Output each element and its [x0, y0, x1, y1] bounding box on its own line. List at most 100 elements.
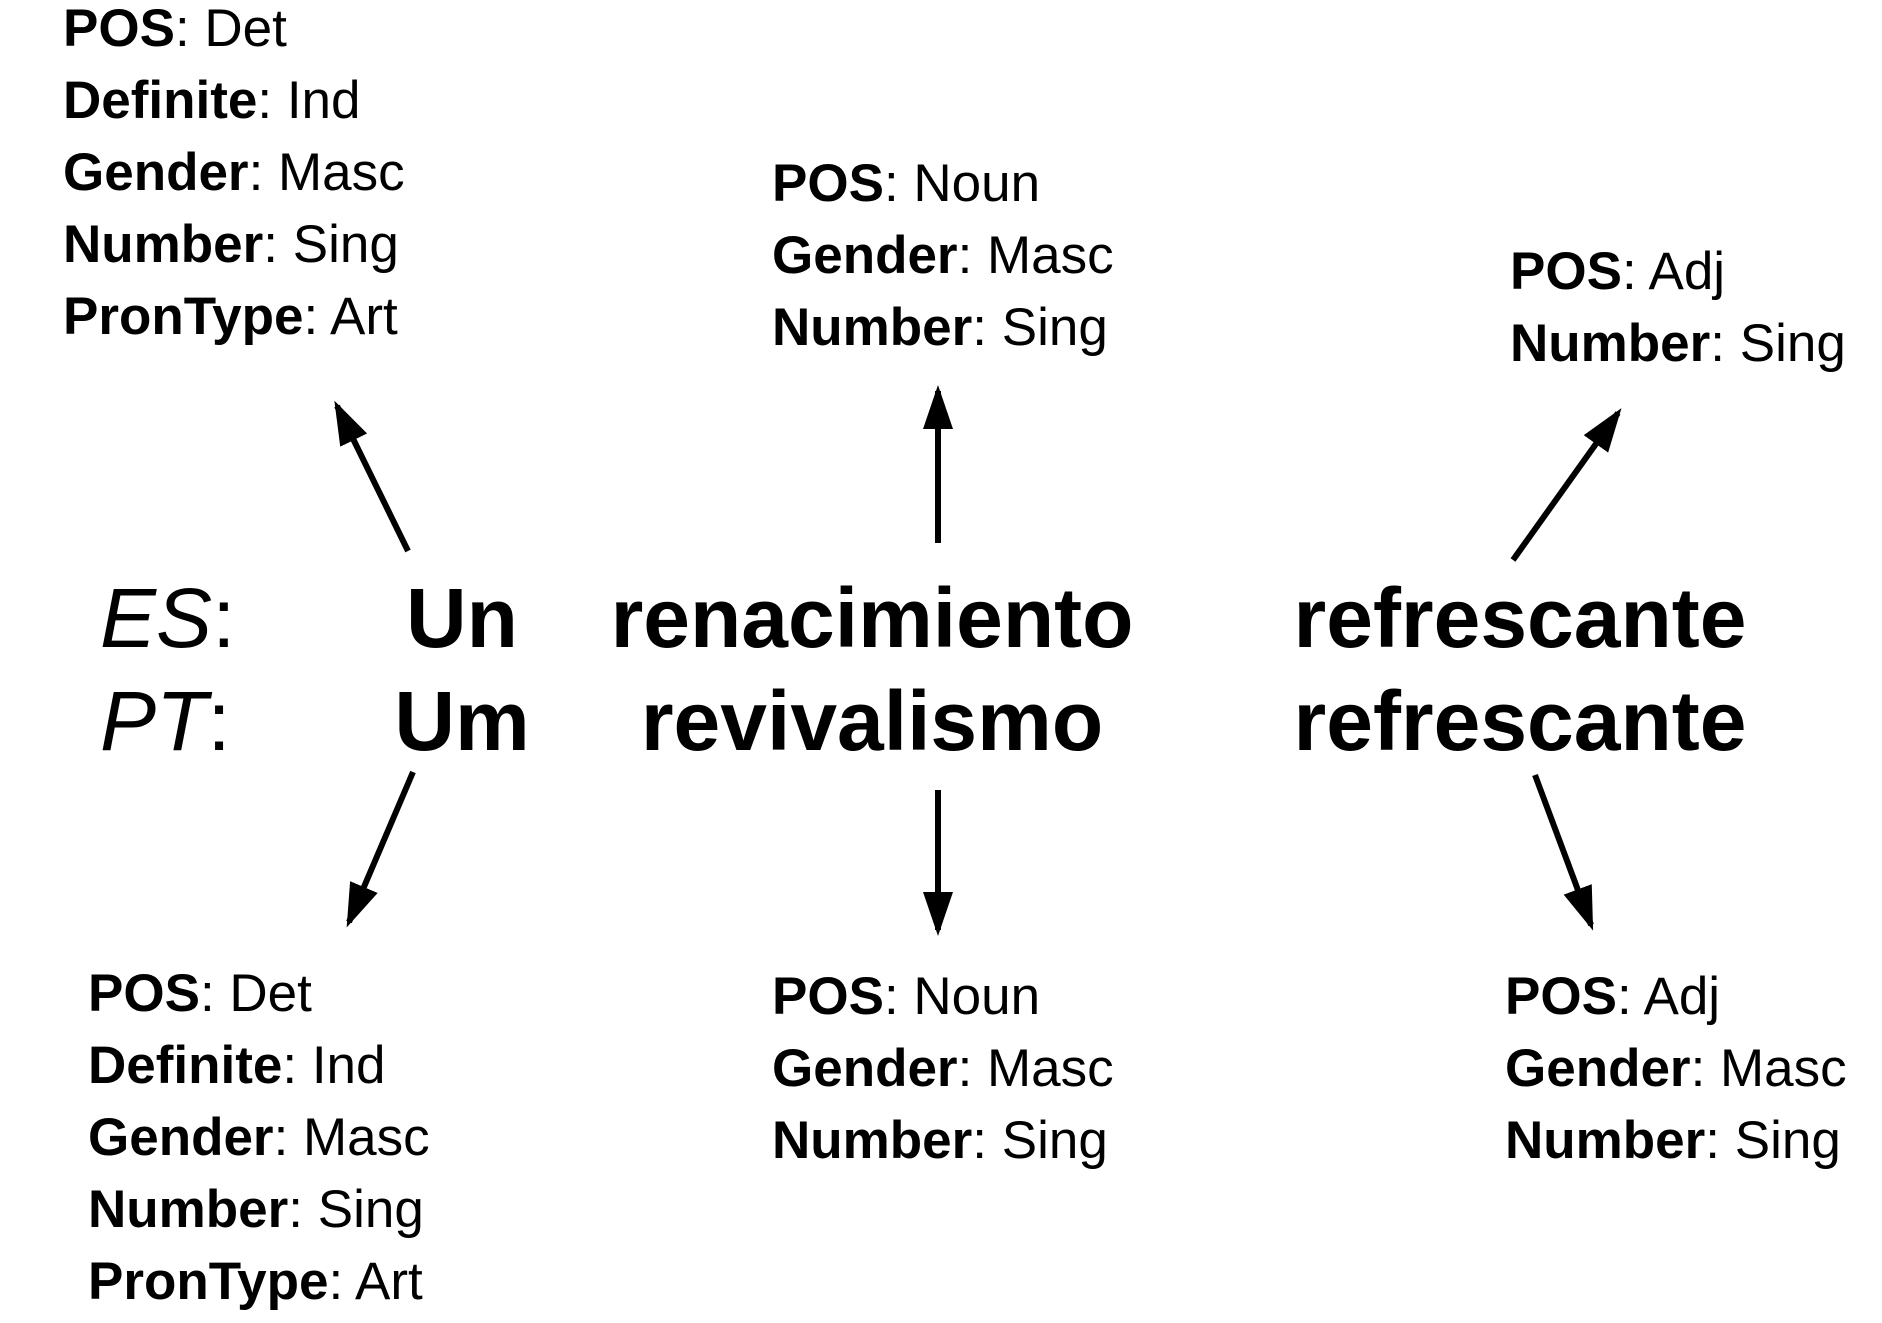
- feature-key: Number: [88, 1180, 289, 1239]
- feature-key: Gender: [1505, 1039, 1691, 1098]
- feature-key: Gender: [772, 226, 958, 285]
- word-es-refrescante: refrescante: [1293, 571, 1747, 665]
- feature-value: Art: [355, 1252, 423, 1311]
- feature-value: Adj: [1643, 967, 1721, 1026]
- feature-line: POS: Adj: [1510, 236, 1846, 308]
- feature-line: PronType: Art: [63, 281, 405, 353]
- feature-separator: :: [288, 1180, 318, 1239]
- feature-value: Sing: [292, 215, 399, 274]
- feature-line: POS: Det: [88, 958, 430, 1030]
- feature-separator: :: [257, 71, 287, 130]
- feature-key: Gender: [63, 143, 249, 202]
- feature-line: Gender: Masc: [1505, 1033, 1847, 1105]
- word-pt-um: Um: [394, 674, 530, 768]
- feature-line: Number: Sing: [88, 1174, 430, 1246]
- arrow-es-un-to-features: [334, 400, 411, 553]
- feature-value: Det: [229, 964, 312, 1023]
- feature-line: Gender: Masc: [63, 137, 405, 209]
- language-code-es: ES: [100, 571, 213, 665]
- row-label-colon: :: [207, 674, 231, 768]
- feature-separator: :: [263, 215, 293, 274]
- feature-key: Number: [63, 215, 264, 274]
- feature-separator: :: [303, 287, 331, 346]
- feature-value: Sing: [1001, 298, 1108, 357]
- feature-value: Sing: [1734, 1111, 1841, 1170]
- feature-value: Masc: [278, 143, 405, 202]
- feature-key: POS: [772, 154, 884, 213]
- feature-separator: :: [972, 298, 1002, 357]
- arrow-es-refrescante-to-features: [1510, 408, 1622, 562]
- feature-separator: :: [328, 1252, 356, 1311]
- feature-line: PronType: Art: [88, 1246, 430, 1318]
- feature-key: Number: [1505, 1111, 1706, 1170]
- row-label-es: ES:: [100, 576, 235, 660]
- feature-value: Masc: [303, 1108, 430, 1167]
- word-es-un: Un: [406, 571, 518, 665]
- feature-value: Masc: [1720, 1039, 1847, 1098]
- feature-line: Definite: Ind: [88, 1030, 430, 1102]
- feature-key: PronType: [88, 1252, 329, 1311]
- feature-key: POS: [88, 964, 200, 1023]
- arrow-pt-um-to-features: [346, 770, 416, 928]
- feature-block-pt-determiner: POS: Det Definite: Ind Gender: Masc Numb…: [88, 958, 430, 1318]
- feature-separator: :: [883, 154, 914, 213]
- feature-key: POS: [63, 0, 175, 58]
- row-label-pt: PT:: [100, 679, 231, 763]
- feature-key: Number: [1510, 314, 1711, 373]
- feature-block-es-determiner: POS: Det Definite: Ind Gender: Masc Numb…: [63, 0, 405, 353]
- feature-separator: :: [1621, 242, 1649, 301]
- feature-separator: :: [1705, 1111, 1735, 1170]
- feature-line: Number: Sing: [1505, 1105, 1847, 1177]
- feature-line: Number: Sing: [1510, 308, 1846, 380]
- word-es-renacimiento: renacimiento: [610, 571, 1134, 665]
- language-code-pt: PT: [100, 674, 208, 768]
- feature-line: POS: Det: [63, 0, 405, 65]
- feature-value: Adj: [1648, 242, 1726, 301]
- feature-key: POS: [1510, 242, 1622, 301]
- feature-key: POS: [1505, 967, 1617, 1026]
- feature-separator: :: [1710, 314, 1740, 373]
- feature-separator: :: [957, 226, 988, 285]
- feature-value: Art: [330, 287, 398, 346]
- feature-key: Gender: [772, 1039, 958, 1098]
- feature-key: Number: [772, 298, 973, 357]
- feature-separator: :: [1616, 967, 1644, 1026]
- word-pt-refrescante: refrescante: [1293, 674, 1747, 768]
- feature-line: Number: Sing: [63, 209, 405, 281]
- feature-value: Ind: [286, 71, 361, 130]
- feature-value: Noun: [913, 967, 1041, 1026]
- feature-block-pt-adjective: POS: Adj Gender: Masc Number: Sing: [1505, 961, 1847, 1177]
- feature-separator: :: [1690, 1039, 1721, 1098]
- feature-separator: :: [174, 0, 205, 58]
- feature-key: PronType: [63, 287, 304, 346]
- feature-block-es-noun: POS: Noun Gender: Masc Number: Sing: [772, 148, 1114, 364]
- feature-line: POS: Adj: [1505, 961, 1847, 1033]
- feature-separator: :: [199, 964, 230, 1023]
- feature-line: Number: Sing: [772, 292, 1114, 364]
- feature-key: POS: [772, 967, 884, 1026]
- feature-separator: :: [248, 143, 279, 202]
- feature-block-es-adjective: POS: Adj Number: Sing: [1510, 236, 1846, 380]
- feature-line: Definite: Ind: [63, 65, 405, 137]
- feature-line: Gender: Masc: [88, 1102, 430, 1174]
- arrow-pt-refrescante-to-features: [1532, 773, 1594, 931]
- feature-value: Ind: [311, 1036, 386, 1095]
- feature-line: Number: Sing: [772, 1105, 1114, 1177]
- feature-separator: :: [883, 967, 914, 1026]
- feature-value: Sing: [1001, 1111, 1108, 1170]
- feature-separator: :: [273, 1108, 304, 1167]
- feature-line: POS: Noun: [772, 148, 1114, 220]
- feature-key: Definite: [63, 71, 258, 130]
- feature-value: Sing: [1739, 314, 1846, 373]
- feature-key: Gender: [88, 1108, 274, 1167]
- feature-value: Masc: [987, 226, 1114, 285]
- feature-value: Masc: [987, 1039, 1114, 1098]
- feature-value: Noun: [913, 154, 1041, 213]
- feature-line: Gender: Masc: [772, 220, 1114, 292]
- feature-separator: :: [972, 1111, 1002, 1170]
- feature-value: Det: [204, 0, 287, 58]
- feature-separator: :: [282, 1036, 312, 1095]
- feature-line: Gender: Masc: [772, 1033, 1114, 1105]
